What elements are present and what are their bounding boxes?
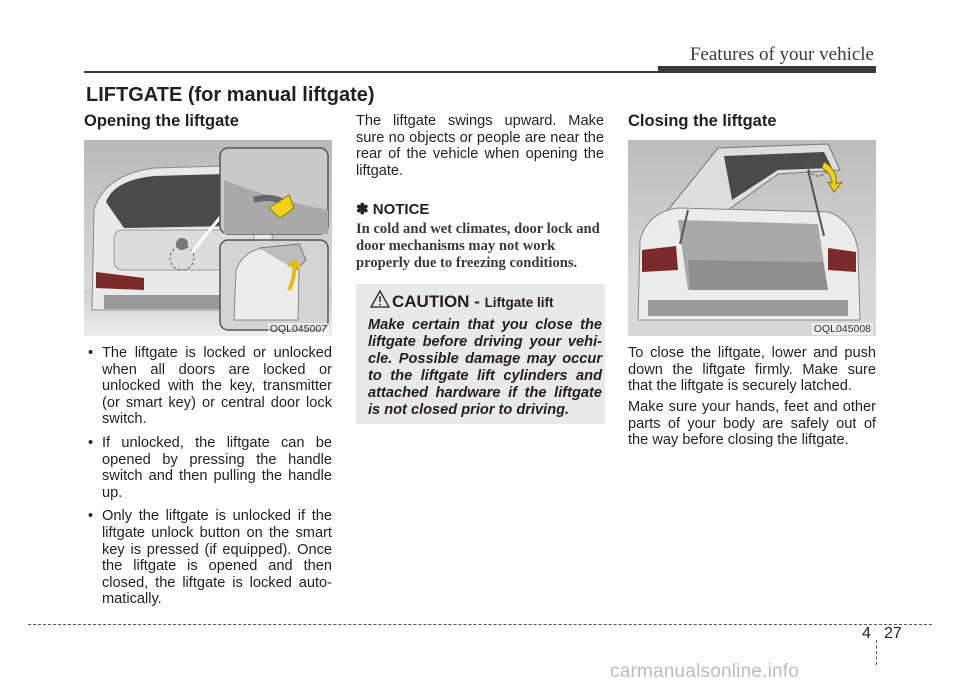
caution-label: CAUTION - <box>392 292 480 311</box>
header-rule-thick <box>658 66 876 73</box>
notice-symbol-icon: ✽ <box>356 201 369 218</box>
closing-heading: Closing the liftgate <box>628 112 777 130</box>
page-title: LIFTGATE (for manual liftgate) <box>86 84 375 106</box>
caution-subject: Liftgate lift <box>484 295 554 310</box>
list-item: Only the liftgate is unlocked if the lif… <box>84 508 332 608</box>
list-item: The liftgate is locked or unlocked when … <box>84 345 332 428</box>
caution-heading: CAUTION - Liftgate lift <box>392 292 554 312</box>
closing-liftgate-illustration <box>628 140 876 336</box>
notice-label: NOTICE <box>372 201 430 218</box>
page-number-divider <box>876 640 877 665</box>
footer-divider <box>28 624 932 625</box>
opening-bullet-list: The liftgate is locked or unlocked when … <box>84 345 332 615</box>
opening-liftgate-illustration <box>84 140 332 336</box>
chapter-number: 4 <box>862 625 871 642</box>
section-header: Features of your vehicle <box>689 44 874 65</box>
liftgate-intro: The liftgate swings upward. Make sure no… <box>356 113 604 179</box>
opening-liftgate-figure: OQL045007 <box>84 140 332 336</box>
header-rule <box>84 71 658 73</box>
notice-body: In cold and wet climates, door lock and … <box>356 221 600 271</box>
list-item: If unlocked, the liftgate can be opened … <box>84 435 332 501</box>
closing-paragraph-1: To close the liftgate, lower and push do… <box>628 345 876 395</box>
watermark: carmanualsonline.info <box>610 661 800 682</box>
figure-code: OQL045008 <box>811 323 873 335</box>
opening-heading: Opening the liftgate <box>84 112 239 130</box>
closing-liftgate-figure: OQL045008 <box>628 140 876 336</box>
caution-body: Make certain that you close the liftgate… <box>368 317 602 418</box>
page-number: 27 <box>884 625 902 642</box>
closing-paragraph-2: Make sure your hands, feet and other par… <box>628 399 876 449</box>
figure-code: OQL045007 <box>267 323 329 335</box>
caution-box: CAUTION - Liftgate lift Make certain tha… <box>356 284 605 424</box>
notice-title: ✽ NOTICE <box>356 200 429 218</box>
warning-triangle-icon <box>369 289 391 313</box>
